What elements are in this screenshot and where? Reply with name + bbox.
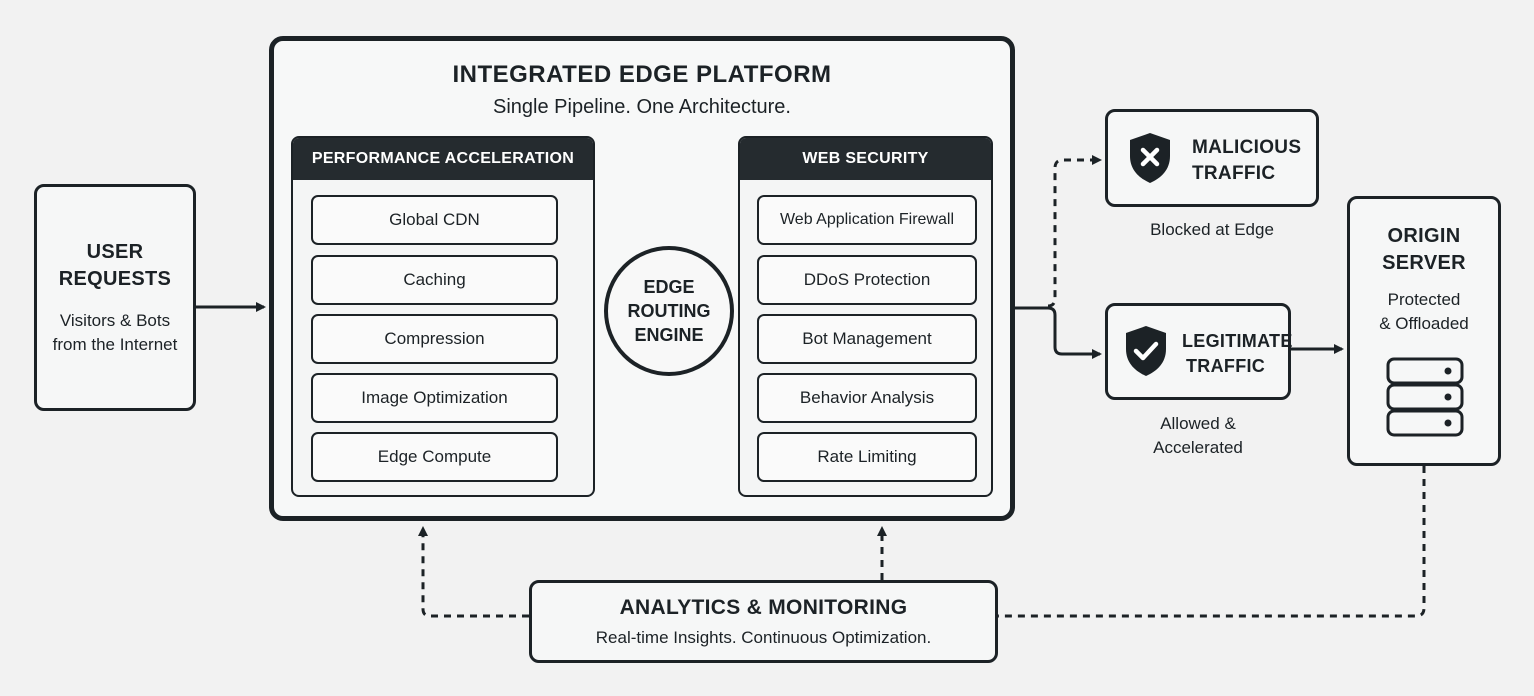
origin-server-box: ORIGIN SERVER Protected & Offloaded (1347, 196, 1501, 466)
origin-title-line1: ORIGIN (1387, 225, 1461, 247)
performance-item: Edge Compute (311, 432, 558, 482)
origin-desc-line1: Protected (1387, 290, 1461, 309)
legitimate-caption: Allowed & Accelerated (1105, 412, 1291, 460)
legitimate-traffic-box: LEGITIMATE TRAFFIC (1105, 303, 1293, 400)
user-requests-desc-line1: Visitors & Bots (59, 310, 171, 330)
arrow-analytics-to-performance (418, 526, 529, 618)
malicious-title-line1: MALICIOUS (1192, 137, 1302, 158)
security-item: DDoS Protection (757, 255, 977, 305)
arrow-platform-to-legitimate (1015, 306, 1102, 359)
performance-item: Image Optimization (311, 373, 558, 423)
server-icon (1386, 357, 1464, 437)
routing-line3: ENGINE (634, 325, 704, 345)
routing-line1: EDGE (643, 277, 695, 297)
legitimate-caption-line2: Accelerated (1153, 438, 1243, 457)
performance-item: Compression (311, 314, 558, 364)
malicious-traffic-box: MALICIOUS TRAFFIC (1105, 109, 1319, 207)
analytics-subtitle: Real-time Insights. Continuous Optimizat… (595, 627, 932, 647)
security-item: Bot Management (757, 314, 977, 364)
security-item: Web Application Firewall (757, 195, 977, 245)
security-item: Rate Limiting (757, 432, 977, 482)
performance-item: Global CDN (311, 195, 558, 245)
legitimate-caption-line1: Allowed & (1160, 414, 1236, 433)
user-requests-box: USER REQUESTS Visitors & Bots from the I… (34, 184, 196, 411)
user-requests-desc-line2: from the Internet (52, 334, 178, 354)
origin-desc-line2: & Offloaded (1379, 314, 1469, 333)
arrow-platform-to-malicious (1047, 155, 1102, 308)
malicious-title-line2: TRAFFIC (1192, 163, 1276, 184)
security-item: Behavior Analysis (757, 373, 977, 423)
edge-routing-engine: EDGE ROUTING ENGINE (604, 246, 734, 376)
malicious-caption: Blocked at Edge (1150, 220, 1274, 239)
web-security-header: WEB SECURITY (740, 138, 991, 180)
user-requests-title-line1: USER (86, 240, 144, 263)
performance-item: Caching (311, 255, 558, 305)
platform-subtitle: Single Pipeline. One Architecture. (493, 96, 791, 118)
legitimate-title-line1: LEGITIMATE (1182, 331, 1293, 351)
origin-title-line2: SERVER (1382, 252, 1466, 274)
shield-check-icon (1126, 326, 1166, 376)
routing-line2: ROUTING (627, 301, 711, 321)
analytics-title: ANALYTICS & MONITORING (619, 595, 908, 619)
shield-x-icon (1130, 133, 1170, 183)
performance-acceleration-header: PERFORMANCE ACCELERATION (293, 138, 593, 180)
legitimate-title-line2: TRAFFIC (1186, 356, 1266, 376)
analytics-monitoring-box: ANALYTICS & MONITORING Real-time Insight… (529, 580, 998, 663)
user-requests-title-line2: REQUESTS (58, 267, 172, 290)
line-origin-to-analytics (998, 466, 1426, 618)
platform-title: INTEGRATED EDGE PLATFORM (452, 61, 832, 88)
